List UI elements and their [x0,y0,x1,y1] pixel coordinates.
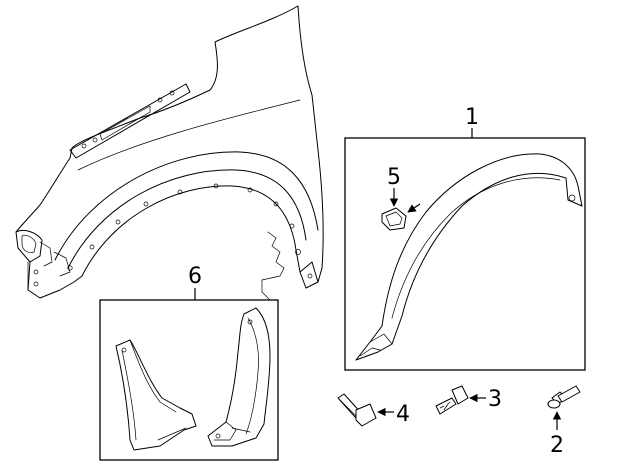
fender-panel-icon [15,5,324,301]
callout-5: 5 [387,165,401,190]
push-pin-clip-icon [337,393,377,427]
callout-4: 4 [396,402,410,427]
molding-screw-icon [547,385,581,409]
callout-6: 6 [188,264,202,289]
molding-clip-icon [381,207,407,231]
molding-group-box [344,137,586,371]
wheel-arch-molding-icon [355,153,583,361]
callout-3: 3 [488,387,502,412]
mud-flap-group-box [99,299,279,461]
mud-flap-pair-icon [115,307,271,451]
callout-1: 1 [465,105,479,130]
molding-bolt-icon [435,385,469,415]
callout-2: 2 [550,433,564,458]
